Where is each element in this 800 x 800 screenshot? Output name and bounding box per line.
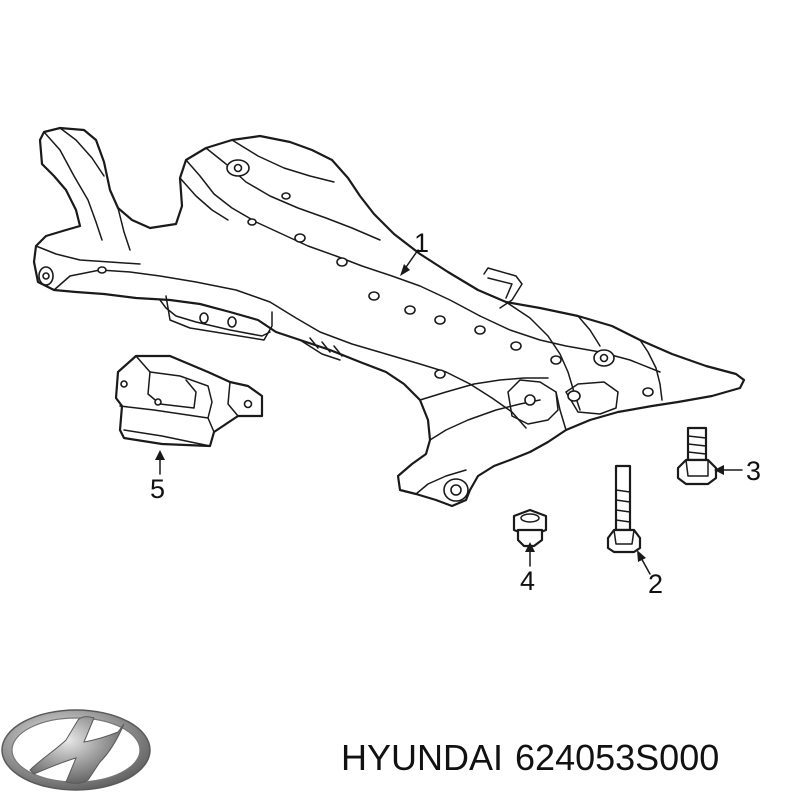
bracket-part-5 [114,354,264,448]
callout-1: 1 [414,228,429,258]
brand-name: HYUNDAI [341,737,504,778]
callout-2: 2 [648,569,663,599]
bolt-part-2 [606,464,642,554]
hyundai-logo [1,709,151,791]
part-number: 624053S000 [515,737,720,778]
callout-4: 4 [520,566,535,596]
nut-part-4 [512,508,548,548]
leader-lines [155,249,743,575]
callout-3: 3 [746,456,761,486]
subframe-crossmember [32,126,746,508]
part-caption: HYUNDAI 624053S000 [341,737,791,779]
callout-5: 5 [150,474,165,504]
bolt-part-3 [676,426,718,486]
